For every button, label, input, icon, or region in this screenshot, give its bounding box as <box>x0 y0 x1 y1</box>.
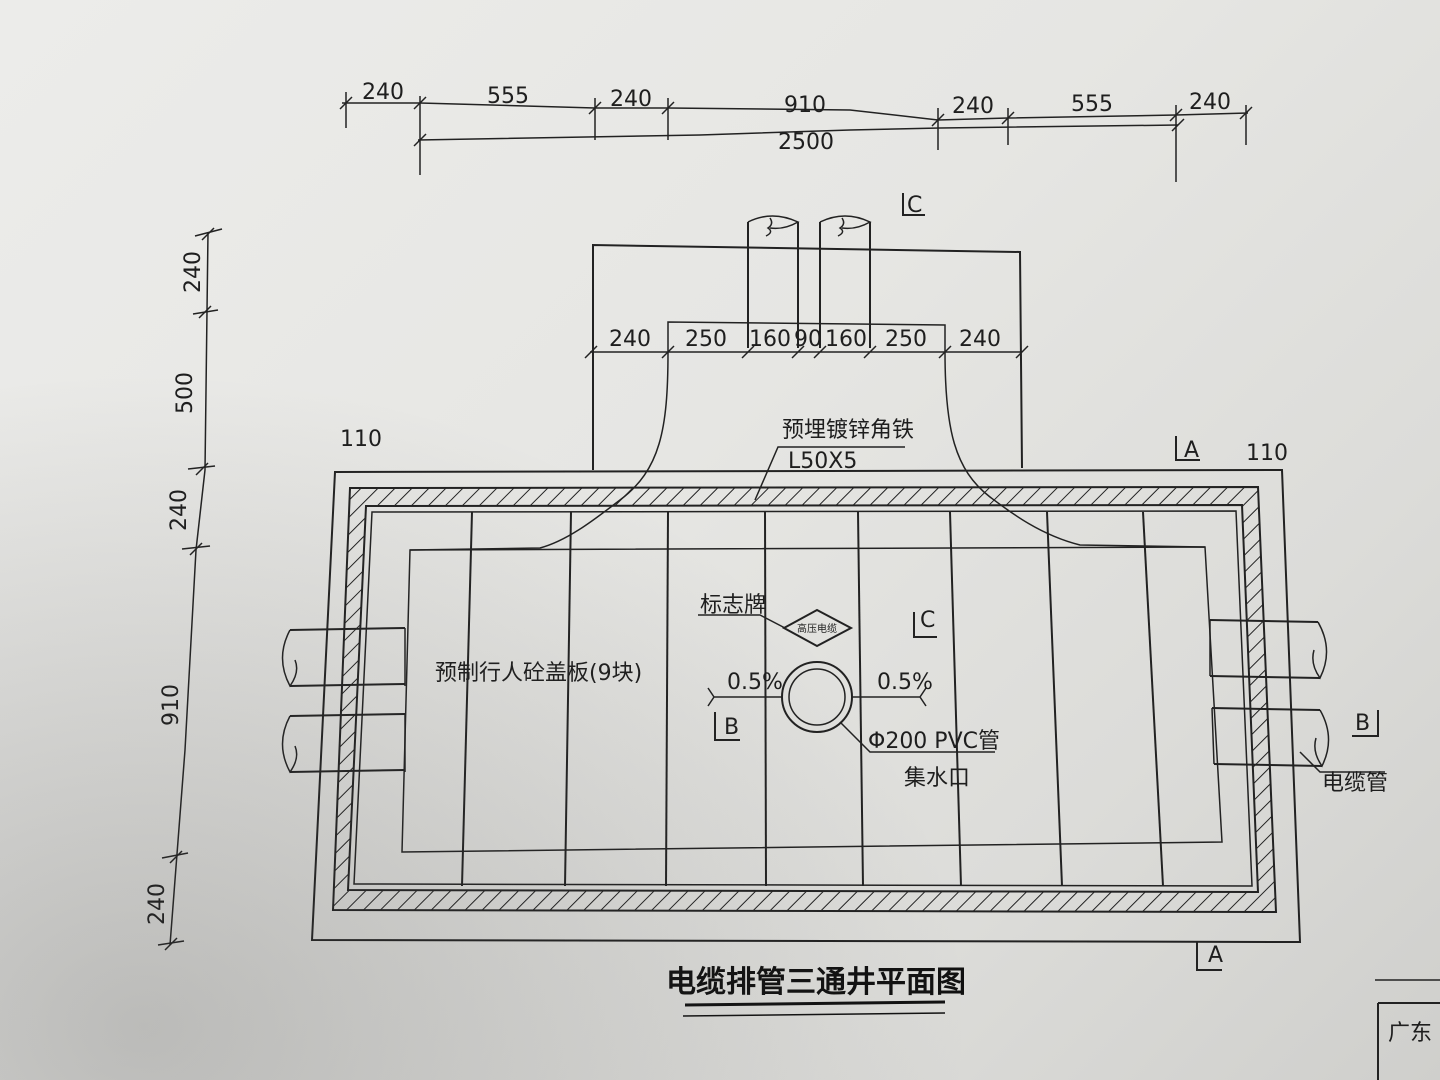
branch-chamber: 240 250 160 90 160 250 240 <box>409 215 1206 551</box>
dim-branch-7: 240 <box>959 327 1001 352</box>
dim-branch-2: 250 <box>685 327 727 352</box>
dim-left-4: 910 <box>159 684 184 726</box>
sign-plate-text: 高压电缆 <box>797 622 837 635</box>
title-block-text: 广东 <box>1388 1021 1432 1046</box>
cover-slab-label: 预制行人砼盖板(9块) <box>435 661 642 686</box>
slope-left: 0.5% <box>727 670 783 695</box>
dim-left-2: 500 <box>173 372 198 414</box>
drawing-title: 电缆排管三通井平面图 <box>666 965 966 1017</box>
top-dimension-chain: 240 555 240 910 240 555 240 2500 <box>339 80 1253 182</box>
angle-iron-label: 预埋镀锌角铁 <box>782 418 914 443</box>
dim-left-1: 240 <box>181 251 206 293</box>
dim-top-2: 555 <box>487 84 529 109</box>
dim-top-4: 910 <box>784 93 826 118</box>
cable-duct-label: 电缆管 <box>1322 771 1388 796</box>
dim-branch-6: 250 <box>885 327 927 352</box>
section-mark-a-bottom: A <box>1208 943 1223 968</box>
left-dimension-chain: 240 500 240 910 240 <box>145 227 223 951</box>
branch-cable-duct-left <box>747 215 800 348</box>
dim-left-5: 240 <box>145 883 170 925</box>
cover-slab-joints <box>461 511 1164 887</box>
drawing-title-text: 电缆排管三通井平面图 <box>666 965 966 1000</box>
corner-note-left: 110 <box>340 427 382 452</box>
dim-branch-5: 160 <box>825 327 867 352</box>
dim-branch-3: 160 <box>749 327 791 352</box>
dim-branch-4: 90 <box>794 327 822 352</box>
left-cable-ducts <box>281 627 406 774</box>
dim-top-total: 2500 <box>778 130 834 155</box>
section-mark-c-top: C <box>907 193 922 218</box>
dim-top-5: 240 <box>952 94 994 119</box>
angle-iron-spec: L50X5 <box>788 449 857 474</box>
dim-top-1: 240 <box>362 80 404 105</box>
dim-branch-1: 240 <box>609 327 651 352</box>
pvc-pipe-label: Φ200 PVC管 <box>868 729 1000 754</box>
dim-top-7: 240 <box>1189 90 1231 115</box>
section-mark-c-mid: C <box>920 608 935 633</box>
right-cable-ducts <box>1209 619 1330 768</box>
dim-left-3: 240 <box>167 489 192 531</box>
wall-hatching <box>331 485 1278 914</box>
slope-right: 0.5% <box>877 670 933 695</box>
section-mark-b-left: B <box>724 715 739 740</box>
title-block-corner: 广东 <box>1375 979 1440 1080</box>
sump-pipe-inner <box>788 668 846 726</box>
dim-top-6: 555 <box>1071 92 1113 117</box>
corner-note-right: 110 <box>1246 441 1288 466</box>
branch-cable-duct-right <box>819 215 872 348</box>
sign-label: 标志牌 <box>700 593 766 618</box>
sump-pipe-outer <box>781 661 853 733</box>
section-marks: C C A A B B <box>714 193 1379 971</box>
section-mark-b-right: B <box>1355 711 1370 736</box>
dim-top-3: 240 <box>610 87 652 112</box>
sign-plate-icon <box>781 608 854 648</box>
sump-label: 集水口 <box>904 766 970 791</box>
main-chamber: 预埋镀锌角铁 L50X5 110 110 预制行人砼盖板(9块) 标志牌 高压电… <box>281 418 1388 944</box>
section-mark-a-top: A <box>1184 438 1199 463</box>
